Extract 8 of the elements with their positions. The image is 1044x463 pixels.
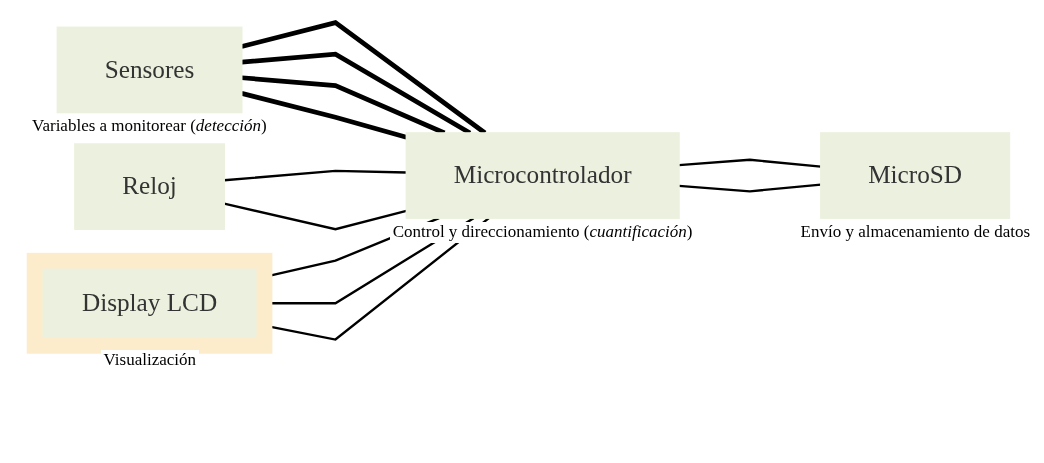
node-box: Display LCD [26,252,273,354]
connector [678,158,821,168]
connector [224,169,407,182]
node-box: Microcontrolador [405,132,680,219]
node-box: Sensores [56,26,243,114]
connector [678,183,821,193]
node-box: Reloj [74,143,225,230]
node-box: MicroSD [820,132,1011,219]
